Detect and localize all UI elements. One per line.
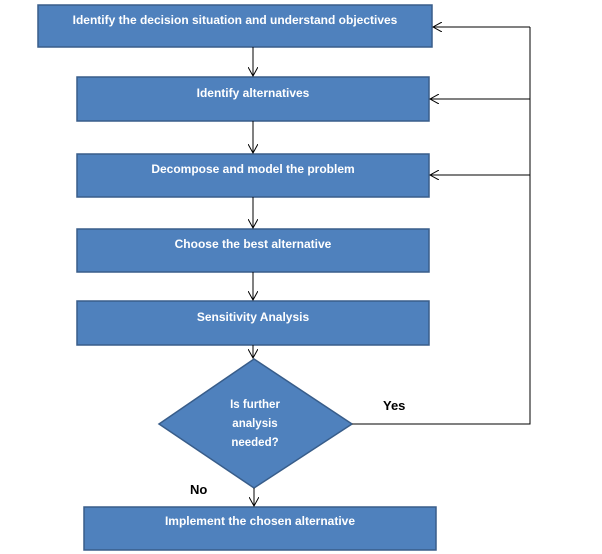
final-step-box [83,506,437,551]
decision-label-line-3: needed? [231,437,279,449]
decision-label: Is further analysis needed? [200,396,310,453]
step-label-4: Choose the best alternative [174,237,332,251]
yes-label: Yes [383,398,406,413]
decision-label-line-1: Is further [230,399,280,411]
no-label: No [190,482,208,497]
step-box-2 [76,76,430,122]
step-label-2: Identify alternatives [196,86,310,100]
final-step-label: Implement the chosen alternative [164,514,356,528]
decision-label-line-2: analysis [232,418,278,430]
step-box-3 [76,153,430,198]
feedback-line [352,27,531,425]
step-box-4 [76,228,430,273]
step-label-1: Identify the decision situation and unde… [72,13,398,27]
step-box-1 [37,4,433,48]
step-label-5: Sensitivity Analysis [196,310,310,324]
step-label-3: Decompose and model the problem [151,162,355,176]
